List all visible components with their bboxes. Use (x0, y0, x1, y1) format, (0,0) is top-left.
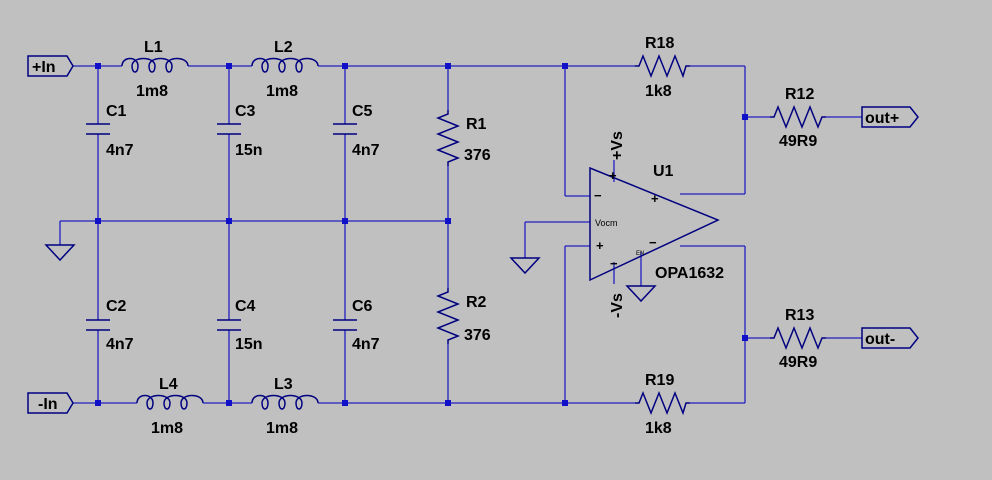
capacitor-c3: C3 15n (217, 103, 263, 159)
c4-name: C4 (235, 298, 256, 315)
port-in-minus: -In (27, 392, 74, 414)
r2-value: 376 (464, 327, 491, 344)
c6-value: 4n7 (352, 336, 380, 353)
u1-name: U1 (653, 163, 674, 180)
opamp-pin-minus-in: − (594, 188, 602, 203)
ground-symbol-left (44, 244, 76, 262)
opamp-en-label: EN (636, 251, 644, 257)
opamp-vs-plus: +Vs (609, 131, 626, 160)
c5-value: 4n7 (352, 142, 380, 159)
r1-name: R1 (466, 116, 487, 133)
u1-value: OPA1632 (655, 265, 724, 282)
opamp-vocm-label: Vocm (595, 218, 618, 228)
opamp-pin-minus-vs: − (610, 256, 618, 271)
c4-value: 15n (235, 336, 263, 353)
port-out-minus: out- (861, 327, 919, 349)
opamp-vs-minus: -Vs (609, 293, 626, 318)
wires (59, 65, 862, 404)
c6-name: C6 (352, 298, 373, 315)
inductor-l1: L1 1m8 (121, 39, 189, 100)
resistor-r19: R19 1k8 (635, 372, 690, 437)
opamp-pin-plus-vs: + (609, 168, 617, 183)
resistor-r1: R1 376 (435, 110, 491, 166)
l2-value: 1m8 (266, 83, 298, 100)
r12-name: R12 (785, 86, 814, 103)
capacitor-c5: C5 4n7 (333, 103, 380, 159)
junction-dots (95, 63, 748, 406)
port-in-plus: +In (27, 55, 74, 77)
r2-name: R2 (466, 294, 487, 311)
r18-value: 1k8 (645, 83, 672, 100)
r13-value: 49R9 (779, 354, 817, 371)
port-out-plus: out+ (861, 106, 919, 128)
capacitor-c6: C6 4n7 (333, 298, 380, 353)
ground-symbol-vocm (509, 257, 541, 275)
l4-name: L4 (159, 376, 178, 393)
l2-name: L2 (274, 39, 293, 56)
resistor-r2: R2 376 (435, 288, 491, 344)
l1-name: L1 (144, 39, 163, 56)
r19-name: R19 (645, 372, 674, 389)
capacitor-c4: C4 15n (217, 298, 263, 353)
l1-value: 1m8 (136, 83, 168, 100)
resistor-r13: R13 49R9 (770, 307, 826, 371)
c2-name: C2 (106, 298, 127, 315)
c1-name: C1 (106, 103, 127, 120)
ground-symbol-en (625, 285, 657, 303)
inductor-l4: L4 1m8 (136, 376, 204, 437)
capacitor-c2: C2 4n7 (86, 298, 134, 353)
inductor-l3: L3 1m8 (251, 376, 319, 437)
opamp-u1: − + + − + − Vocm EN +Vs -Vs U1 OPA1632 (589, 131, 724, 318)
r1-value: 376 (464, 147, 491, 164)
port-out-plus-label: out+ (865, 110, 899, 127)
l3-value: 1m8 (266, 420, 298, 437)
port-out-minus-label: out- (865, 331, 895, 348)
c3-value: 15n (235, 142, 263, 159)
inductor-l2: L2 1m8 (251, 39, 319, 100)
opamp-pin-minus-out: − (649, 235, 657, 250)
l4-value: 1m8 (151, 420, 183, 437)
opamp-pin-plus-in: + (596, 238, 604, 253)
r19-value: 1k8 (645, 420, 672, 437)
port-in-plus-label: +In (32, 59, 56, 76)
c2-value: 4n7 (106, 336, 134, 353)
r12-value: 49R9 (779, 133, 817, 150)
port-in-minus-label: -In (38, 396, 58, 413)
opamp-pin-plus-out: + (651, 191, 659, 206)
c1-value: 4n7 (106, 142, 134, 159)
c3-name: C3 (235, 103, 256, 120)
capacitor-c1: C1 4n7 (86, 103, 134, 159)
c5-name: C5 (352, 103, 373, 120)
r13-name: R13 (785, 307, 814, 324)
l3-name: L3 (274, 376, 293, 393)
r18-name: R18 (645, 35, 674, 52)
resistor-r12: R12 49R9 (770, 86, 826, 150)
resistor-r18: R18 1k8 (635, 35, 690, 100)
